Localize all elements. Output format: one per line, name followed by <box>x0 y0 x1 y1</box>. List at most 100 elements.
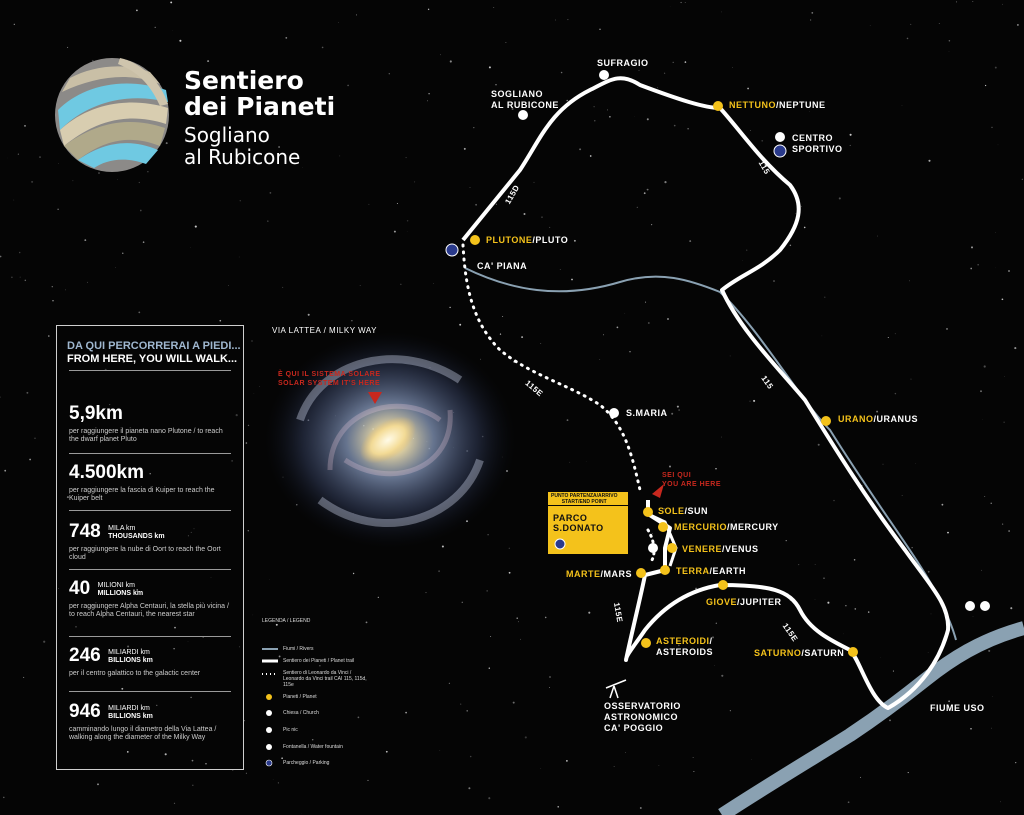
star <box>809 19 812 21</box>
star <box>24 279 27 282</box>
star <box>668 465 672 468</box>
star <box>347 84 349 87</box>
star <box>439 749 441 751</box>
star <box>0 396 1 398</box>
planet-label-saturn: SATURNO/SATURN <box>754 648 845 658</box>
stat-unit-it: MILIARDI km <box>108 648 150 656</box>
star <box>238 646 240 648</box>
stat-pluto: 5,9km per raggiungere il pianeta nano Pl… <box>69 404 231 444</box>
star <box>18 251 21 254</box>
star <box>39 156 41 159</box>
star <box>97 783 99 786</box>
star <box>493 7 495 8</box>
distance-panel: DA QUI PERCORRERAI A PIEDI... FROM HERE,… <box>56 325 244 770</box>
star <box>523 213 526 215</box>
place-osservatorio-line2: ASTRONOMICO <box>604 712 678 722</box>
star <box>941 503 944 506</box>
planet-label-asteroids: ASTEROIDI/ASTEROIDS <box>656 636 714 657</box>
star <box>684 2 686 3</box>
planet-dots <box>470 101 858 657</box>
star <box>4 469 7 472</box>
star <box>282 286 284 288</box>
star <box>428 92 430 95</box>
star <box>566 419 569 421</box>
star <box>65 289 67 291</box>
star <box>603 334 605 336</box>
star <box>761 139 764 142</box>
star <box>278 655 281 658</box>
star <box>138 181 140 184</box>
stat-desc: per raggiungere la nube di Oort to reach… <box>69 546 221 561</box>
star <box>981 569 983 571</box>
star <box>571 278 573 281</box>
star <box>946 327 948 330</box>
star <box>566 99 568 102</box>
star <box>687 128 689 130</box>
star <box>520 638 521 640</box>
star <box>593 106 595 108</box>
star <box>327 746 328 747</box>
star <box>512 701 515 704</box>
star <box>773 280 775 282</box>
star <box>977 264 979 266</box>
legend-item: Pic nic <box>283 727 298 733</box>
star <box>970 727 972 730</box>
star <box>259 386 260 387</box>
star <box>136 589 138 591</box>
star <box>202 636 204 638</box>
star <box>191 759 194 762</box>
star <box>988 649 991 652</box>
star <box>549 226 551 228</box>
place-osservatorio-line1: OSSERVATORIO <box>604 701 681 711</box>
you-are-here-it: SEI QUI <box>662 472 692 479</box>
star <box>31 180 34 183</box>
stat-unit-it: MILIARDI km <box>108 704 150 712</box>
legend-item: Parcheggio / Parking <box>283 760 330 766</box>
sogliano-marker <box>518 110 528 120</box>
star <box>406 220 409 222</box>
star <box>13 199 15 201</box>
planet-label-neptune: NETTUNO/NEPTUNE <box>729 100 826 110</box>
star <box>136 9 138 12</box>
star <box>540 343 542 344</box>
star <box>994 66 997 69</box>
star <box>517 621 519 623</box>
star <box>251 340 253 342</box>
star <box>991 126 993 129</box>
star <box>165 142 168 145</box>
stat-value: 5,9km <box>69 403 123 424</box>
star <box>616 326 619 329</box>
panel-divider <box>69 370 231 371</box>
star <box>787 592 789 594</box>
planet-label-earth: TERRA/EARTH <box>676 566 747 576</box>
stat-unit-en: BILLIONS km <box>108 656 153 664</box>
star <box>405 711 407 714</box>
star <box>339 155 341 157</box>
star <box>588 611 591 614</box>
star <box>459 323 462 326</box>
star <box>488 66 491 69</box>
star <box>26 391 29 394</box>
star <box>487 534 489 536</box>
star <box>915 463 916 464</box>
star <box>1014 347 1017 350</box>
star <box>121 687 124 690</box>
star <box>938 22 940 25</box>
star <box>854 608 857 610</box>
place-sogliano: SOGLIANO AL RUBICONE <box>491 89 559 111</box>
stat-unit-en: BILLIONS km <box>108 712 153 720</box>
solar-system-marker <box>368 392 382 404</box>
star <box>747 87 749 90</box>
star <box>172 30 173 31</box>
star <box>569 461 571 463</box>
star <box>927 570 930 573</box>
star <box>277 782 279 784</box>
star <box>109 404 111 406</box>
leonardo-trail <box>461 243 642 492</box>
logo-planet-icon <box>55 58 169 172</box>
you-are-here-label: SEI QUI YOU ARE HERE <box>662 471 721 489</box>
stat-value: 946 <box>69 701 101 722</box>
